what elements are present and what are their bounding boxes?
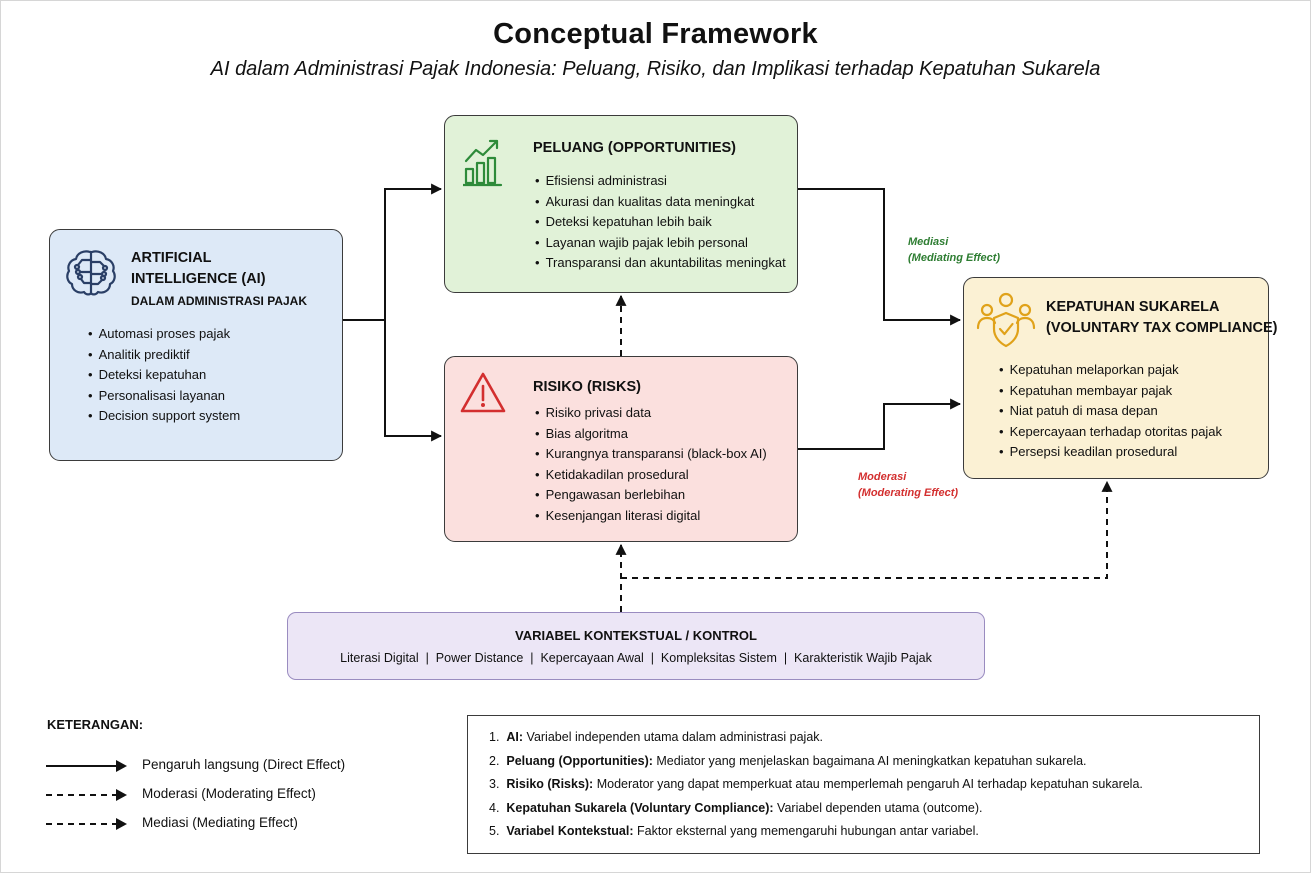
notes-box: 1. AI: Variabel independen utama dalam a… xyxy=(467,715,1260,854)
opportunities-items: Efisiensi administrasi Akurasi dan kuali… xyxy=(535,171,786,274)
ai-item: Deteksi kepatuhan xyxy=(88,365,240,386)
note-term: AI: xyxy=(506,730,524,744)
opportunity-item: Layanan wajib pajak lebih personal xyxy=(535,233,786,254)
opportunity-item: Deteksi kepatuhan lebih baik xyxy=(535,212,786,233)
solid-arrow-icon xyxy=(46,760,127,772)
ai-item: Decision support system xyxy=(88,406,241,427)
mediation-label: Mediasi (Mediating Effect) xyxy=(908,234,1000,266)
edge-risks-to-compliance xyxy=(798,398,962,450)
note-item: 5. Variabel Kontekstual: Faktor eksterna… xyxy=(489,824,979,838)
note-item: 3. Risiko (Risks): Moderator yang dapat … xyxy=(489,777,1143,791)
people-shield-icon xyxy=(976,292,1036,348)
legend-moderation-label: Moderasi (Moderating Effect) xyxy=(142,786,316,801)
diagram-subtitle: AI dalam Administrasi Pajak Indonesia: P… xyxy=(210,58,1101,80)
risk-item: Kesenjangan literasi digital xyxy=(535,506,767,527)
dashed-arrow-icon xyxy=(46,818,127,830)
notes-list: 1. AI: Variabel independen utama dalam a… xyxy=(489,726,1259,844)
opportunity-item: Akurasi dan kualitas data meningkat xyxy=(535,192,786,213)
compliance-item: Kepatuhan membayar pajak xyxy=(999,381,1222,402)
ai-box: ARTIFICIAL INTELLIGENCE (AI) DALAM ADMIN… xyxy=(49,229,343,461)
note-term: Kepatuhan Sukarela (Voluntary Compliance… xyxy=(506,800,774,815)
mediation-label-line2: (Mediating Effect) xyxy=(908,252,1001,264)
compliance-title-line1: KEPATUHAN SUKARELA xyxy=(1046,299,1220,315)
opportunities-title: PELUANG (OPPORTUNITIES) xyxy=(533,140,737,156)
ai-title-line3: DALAM ADMINISTRASI PAJAK xyxy=(131,294,307,308)
compliance-item: Kepercayaan terhadap otoritas pajak xyxy=(999,422,1222,443)
legend-heading: KETERANGAN: xyxy=(47,717,144,732)
warning-triangle-icon xyxy=(460,372,506,413)
compliance-item: Kepatuhan melaporkan pajak xyxy=(999,360,1222,381)
note-text: Variabel independen utama dalam administ… xyxy=(523,730,824,744)
note-term: Peluang (Opportunities): xyxy=(506,753,653,768)
note-item: 4. Kepatuhan Sukarela (Voluntary Complia… xyxy=(489,800,983,815)
ai-title-line1: ARTIFICIAL xyxy=(131,250,212,266)
ai-items: Automasi proses pajak Analitik prediktif… xyxy=(88,324,241,427)
legend-direct-label: Pengaruh langsung (Direct Effect) xyxy=(142,757,346,772)
dashed-arrow-icon xyxy=(46,789,127,801)
ai-title-line2: INTELLIGENCE (AI) xyxy=(131,271,266,287)
note-text: Moderator yang dapat memperkuat atau mem… xyxy=(593,777,1143,791)
note-text: Variabel dependen utama (outcome). xyxy=(773,800,983,815)
brain-circuit-icon xyxy=(66,250,116,296)
note-term: Risiko (Risks): xyxy=(506,777,594,791)
edge-ai-to-opportunities xyxy=(384,183,443,320)
moderation-label-line2: (Moderating Effect) xyxy=(858,487,959,499)
risk-item: Ketidakadilan prosedural xyxy=(535,465,767,486)
mediation-label-line1: Mediasi xyxy=(908,236,949,248)
risks-items: Risiko privasi data Bias algoritma Kuran… xyxy=(535,403,767,527)
risks-box: RISIKO (RISKS) Risiko privasi data Bias … xyxy=(444,356,798,542)
note-text: Mediator yang menjelaskan bagaimana AI m… xyxy=(652,753,1087,768)
note-item: 1. AI: Variabel independen utama dalam a… xyxy=(489,730,824,744)
context-box: VARIABEL KONTEKSTUAL / KONTROL Literasi … xyxy=(287,612,985,680)
risk-item: Risiko privasi data xyxy=(535,403,767,424)
ai-item: Personalisasi layanan xyxy=(88,386,240,407)
moderation-label: Moderasi (Moderating Effect) xyxy=(858,469,958,501)
ai-item: Automasi proses pajak xyxy=(88,324,240,345)
growth-chart-icon xyxy=(463,139,503,187)
context-title: VARIABEL KONTEKSTUAL / KONTROL xyxy=(515,628,757,643)
edge-opportunities-to-compliance xyxy=(798,188,962,326)
ai-item: Analitik prediktif xyxy=(88,345,240,366)
compliance-box: KEPATUHAN SUKARELA (VOLUNTARY TAX COMPLI… xyxy=(963,277,1277,479)
note-text: Faktor eksternal yang memengaruhi hubung… xyxy=(633,824,979,838)
legend-mediation-label: Mediasi (Mediating Effect) xyxy=(142,815,298,830)
compliance-item: Niat patuh di masa depan xyxy=(999,401,1222,422)
risk-item: Bias algoritma xyxy=(535,424,767,445)
compliance-items: Kepatuhan melaporkan pajak Kepatuhan mem… xyxy=(999,360,1222,463)
risk-item: Pengawasan berlebihan xyxy=(535,485,767,506)
diagram-title: Conceptual Framework xyxy=(493,18,818,50)
opportunities-box: PELUANG (OPPORTUNITIES) Efisiensi admini… xyxy=(444,115,798,293)
note-term: Variabel Kontekstual: xyxy=(506,824,634,838)
compliance-title-line2: (VOLUNTARY TAX COMPLIANCE) xyxy=(1046,320,1278,336)
compliance-item: Persepsi keadilan prosedural xyxy=(999,442,1222,463)
moderation-label-line1: Moderasi xyxy=(858,471,907,483)
opportunity-item: Efisiensi administrasi xyxy=(535,171,786,192)
risk-item: Kurangnya transparansi (black-box AI) xyxy=(535,444,767,465)
edge-context-to-compliance-dashed xyxy=(621,480,1113,579)
risks-title: RISIKO (RISKS) xyxy=(533,379,641,395)
opportunity-item: Transparansi dan akuntabilitas meningkat xyxy=(535,253,786,274)
context-items: Literasi Digital | Power Distance | Kepe… xyxy=(340,651,932,665)
note-item: 2. Peluang (Opportunities): Mediator yan… xyxy=(489,753,1087,768)
edge-ai-to-risks xyxy=(384,320,443,442)
